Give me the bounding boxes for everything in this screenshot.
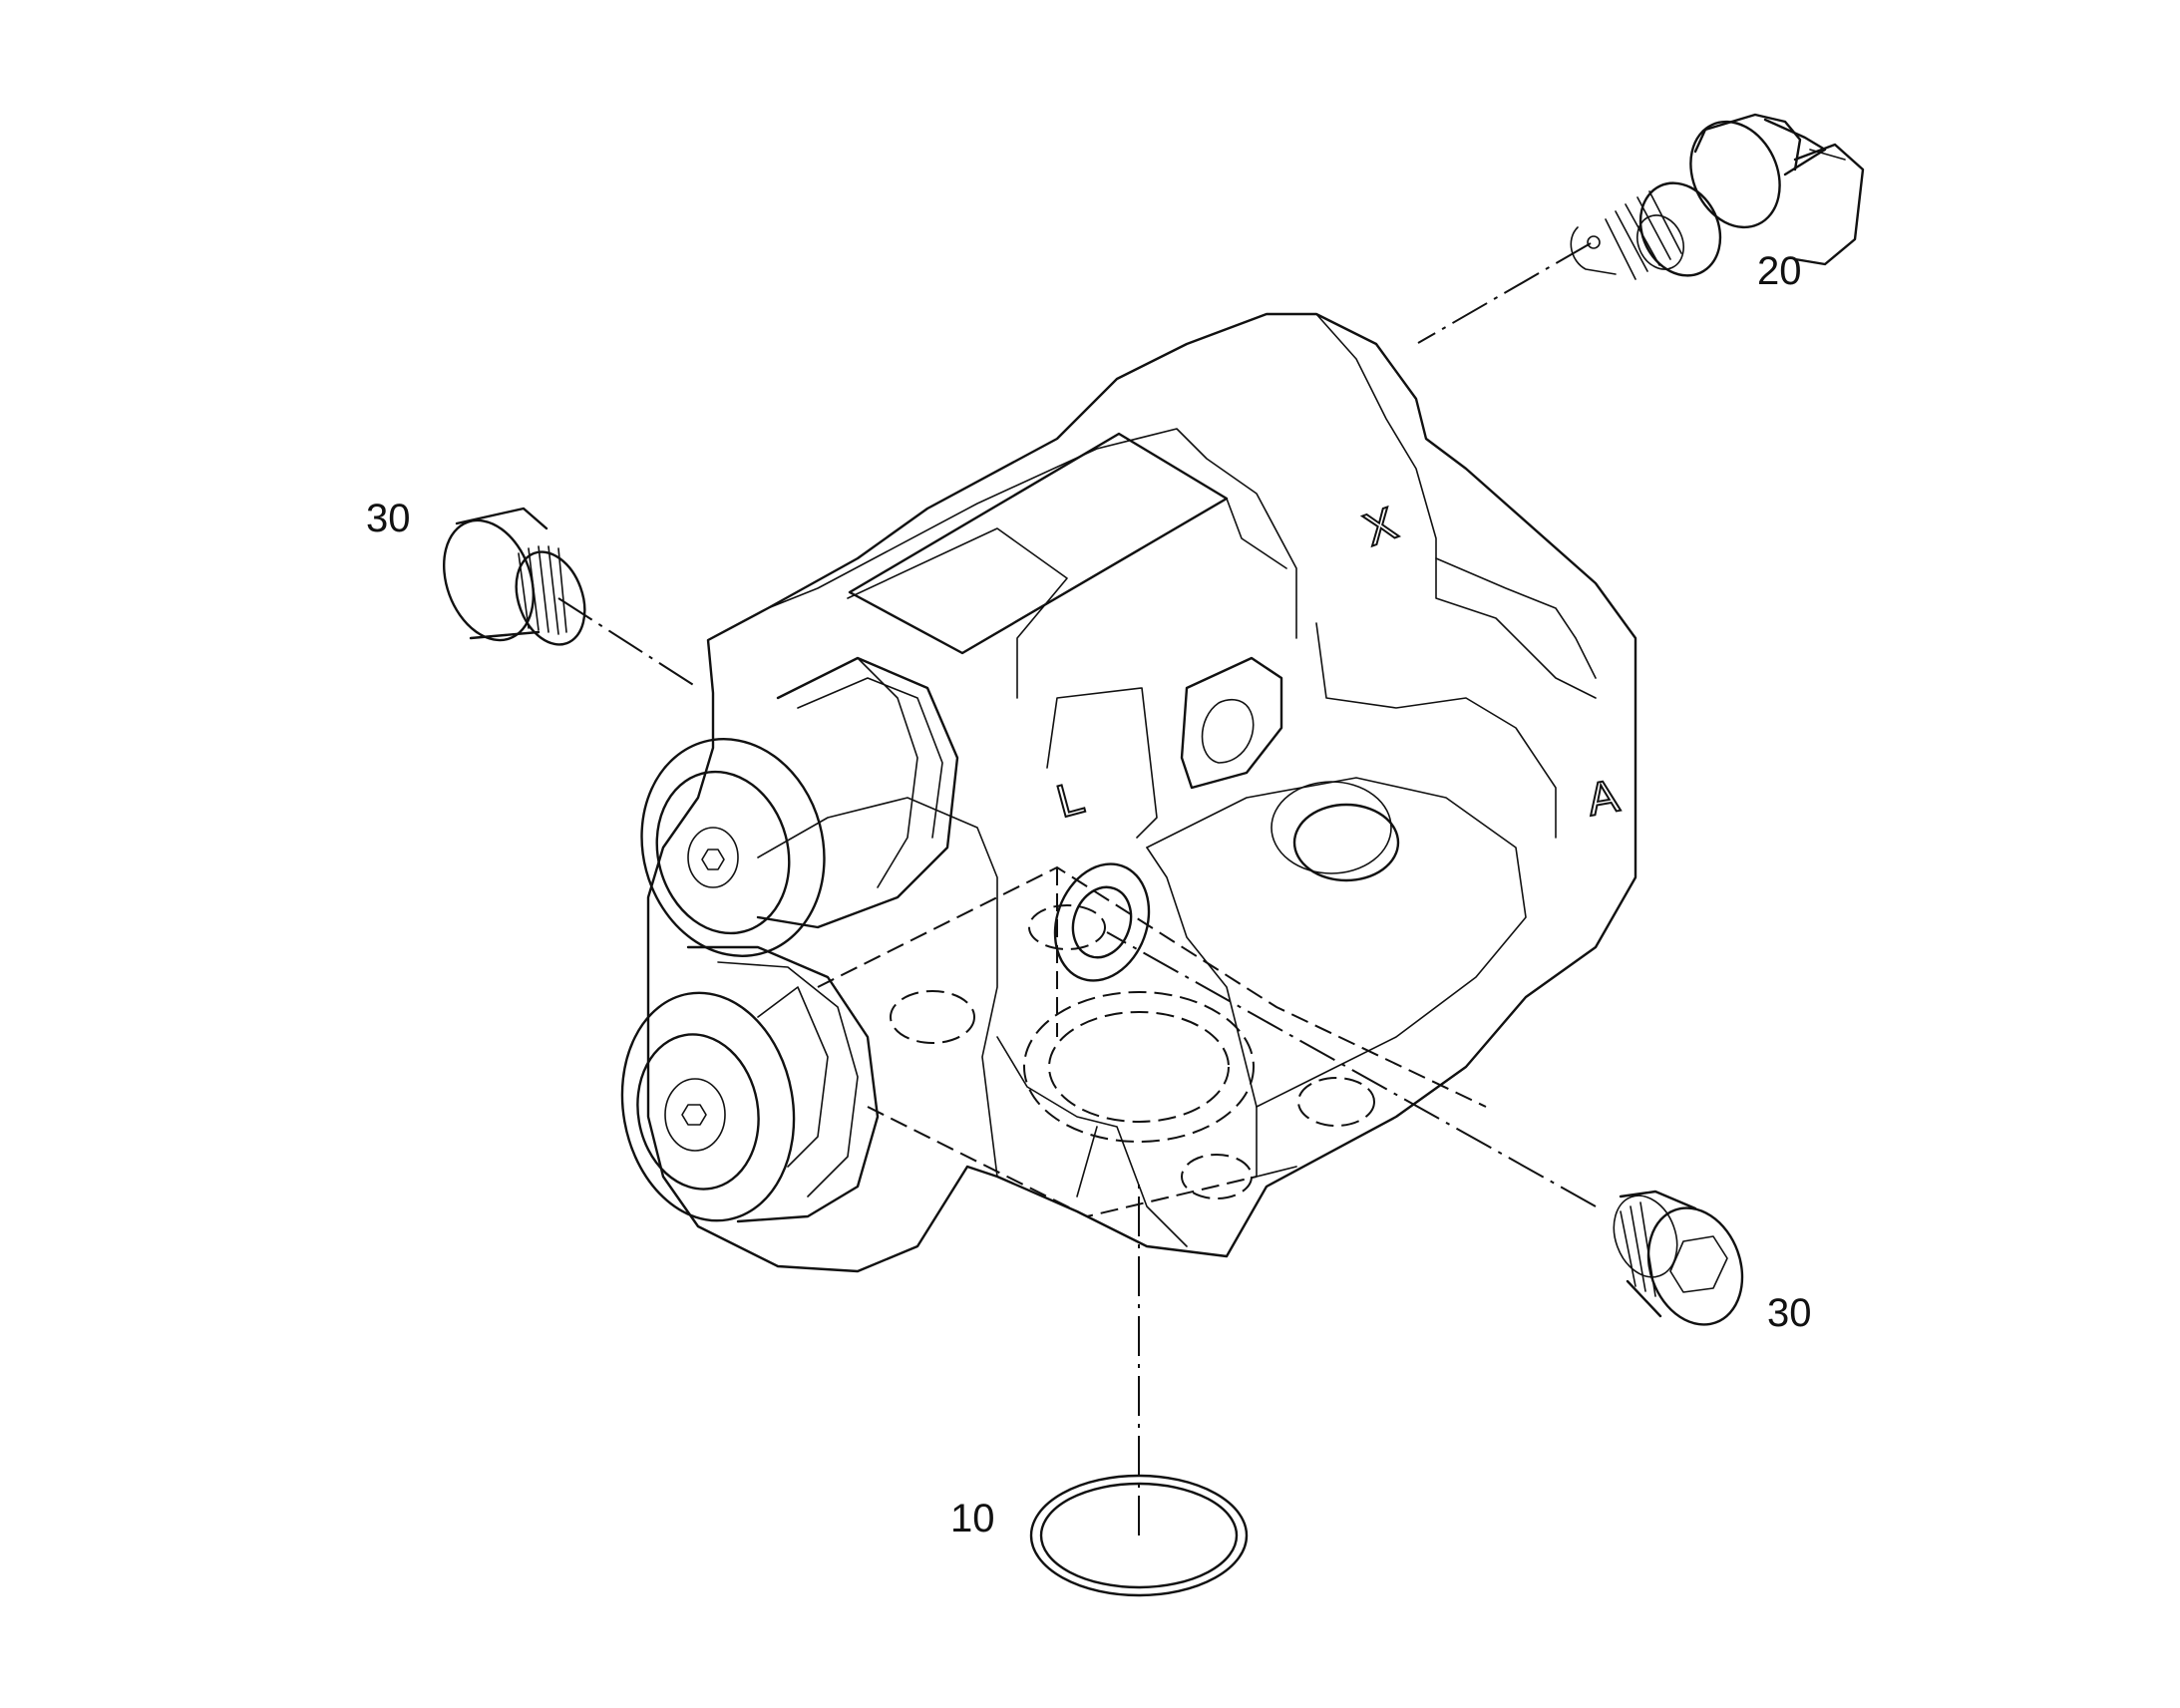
callout-part-30-left: 30 (366, 497, 411, 540)
lower-cartridge (620, 945, 880, 1223)
callout-part-30-right: 30 (1767, 1291, 1812, 1335)
port-l-label: L (1051, 771, 1089, 828)
hidden-features (817, 865, 1487, 1218)
plug-part-30-right (1613, 1190, 1744, 1326)
leader-lines (557, 242, 1597, 1536)
port-markings: X L A (1050, 496, 1624, 829)
port-a-label: A (1584, 769, 1624, 826)
fitting-part-20 (1570, 113, 1865, 280)
port-x-label: X (1357, 497, 1404, 555)
plug-part-30-left (442, 507, 586, 646)
upper-cartridge (640, 656, 959, 957)
fitting-thread-lines (1605, 190, 1682, 280)
valve-body (646, 312, 1637, 1273)
callout-part-20: 20 (1757, 249, 1802, 293)
o-ring-part-10 (1029, 1474, 1249, 1597)
callout-part-10: 10 (950, 1497, 995, 1540)
